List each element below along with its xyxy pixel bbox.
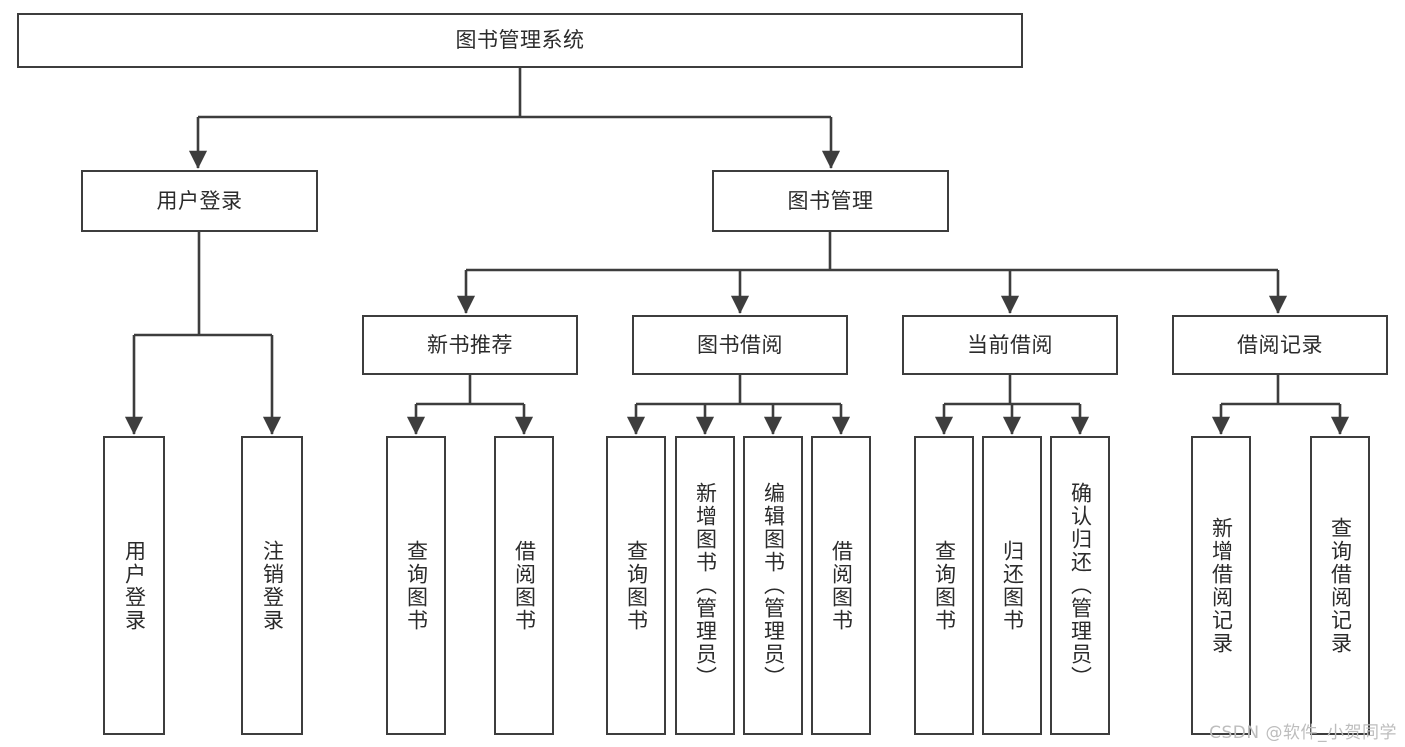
node-current-borrow-label: 当前借阅 [967,332,1053,357]
leaf-user-login-1[interactable]: 用户登录 [103,436,165,735]
node-root-label: 图书管理系统 [455,28,585,53]
leaf-current-borrow-1[interactable]: 查询图书 [914,436,974,735]
leaf-label: 编辑图书（管理员） [761,482,786,689]
leaf-label: 查询图书 [932,539,957,632]
node-borrow-record-label: 借阅记录 [1237,332,1323,357]
leaf-book-borrow-4[interactable]: 借阅图书 [811,436,871,735]
leaf-label: 借阅图书 [512,539,537,632]
leaf-borrow-record-1[interactable]: 新增借阅记录 [1191,436,1251,735]
node-current-borrow[interactable]: 当前借阅 [902,315,1118,375]
leaf-current-borrow-3[interactable]: 确认归还（管理员） [1050,436,1110,735]
leaf-label: 查询图书 [404,539,429,632]
node-book-manage[interactable]: 图书管理 [712,170,949,232]
node-root[interactable]: 图书管理系统 [17,13,1023,68]
node-user-login[interactable]: 用户登录 [81,170,318,232]
leaf-label: 确认归还（管理员） [1068,482,1093,689]
leaf-label: 注销登录 [260,539,285,632]
leaf-label: 查询图书 [624,539,649,632]
leaf-label: 借阅图书 [829,539,854,632]
leaf-new-book-1[interactable]: 查询图书 [386,436,446,735]
leaf-new-book-2[interactable]: 借阅图书 [494,436,554,735]
leaf-book-borrow-2[interactable]: 新增图书（管理员） [675,436,735,735]
leaf-label: 用户登录 [122,539,147,632]
leaf-book-borrow-1[interactable]: 查询图书 [606,436,666,735]
leaf-label: 新增借阅记录 [1209,516,1234,655]
leaf-label: 新增图书（管理员） [693,482,718,689]
node-book-manage-label: 图书管理 [787,188,874,213]
node-book-borrow-label: 图书借阅 [697,332,783,357]
node-new-book[interactable]: 新书推荐 [362,315,578,375]
node-user-login-label: 用户登录 [156,188,243,213]
leaf-label: 查询借阅记录 [1328,516,1353,655]
node-new-book-label: 新书推荐 [427,332,513,357]
leaf-borrow-record-2[interactable]: 查询借阅记录 [1310,436,1370,735]
node-borrow-record[interactable]: 借阅记录 [1172,315,1388,375]
leaf-label: 归还图书 [1000,539,1025,632]
leaf-current-borrow-2[interactable]: 归还图书 [982,436,1042,735]
leaf-book-borrow-3[interactable]: 编辑图书（管理员） [743,436,803,735]
leaf-user-login-2[interactable]: 注销登录 [241,436,303,735]
node-book-borrow[interactable]: 图书借阅 [632,315,848,375]
